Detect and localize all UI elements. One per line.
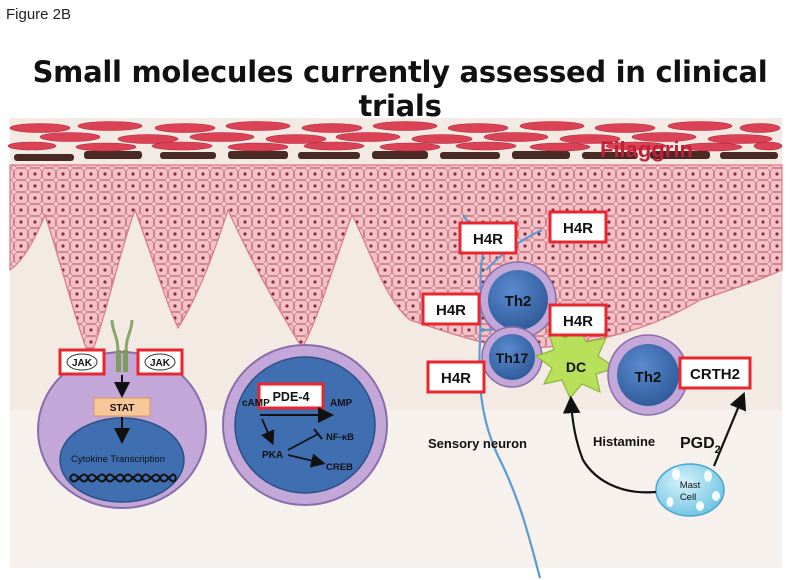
crth2-label: CRTH2 xyxy=(690,366,740,383)
sensory-neuron-label: Sensory neuron xyxy=(428,436,527,451)
th17-label: Th17 xyxy=(496,350,529,366)
histamine-arrow xyxy=(562,395,657,494)
h4r-box-2: H4R xyxy=(548,210,608,244)
amp-label: AMP xyxy=(330,398,353,409)
granular-layer xyxy=(14,151,778,161)
jak-right-oval xyxy=(144,353,176,371)
th2-upper-label: Th2 xyxy=(505,293,532,310)
pka-to-creb-arrow xyxy=(287,453,326,468)
jak-left-oval xyxy=(66,353,98,371)
pde4-box xyxy=(257,382,325,410)
camp-label: cAMP xyxy=(242,398,270,409)
histamine-label: Histamine xyxy=(593,434,655,449)
h4r-label-3: H4R xyxy=(436,302,466,319)
h4r-box-3: H4R xyxy=(421,292,481,326)
inhibition-bar xyxy=(313,428,323,440)
dc-label: DC xyxy=(566,359,586,375)
mast-cell-label-2: Cell xyxy=(680,492,696,503)
pgd2-arrow xyxy=(712,391,747,467)
jak-right-label: JAK xyxy=(150,358,171,369)
mast-cell-label-1: Mast xyxy=(680,480,701,491)
th2-lower-label: Th2 xyxy=(635,369,662,386)
crth2-box: CRTH2 xyxy=(678,356,752,390)
pgd2-label: PGD2 xyxy=(680,435,721,456)
th2-upper-cell: Th2 xyxy=(479,261,557,339)
pgd2-base: PGD xyxy=(680,435,715,452)
cytokine-receptor xyxy=(110,319,134,353)
nfkb-label: NF-κB xyxy=(326,432,354,443)
receptor-stem-right xyxy=(123,350,128,372)
stat-label: STAT xyxy=(110,403,135,414)
figure-label: Figure 2B xyxy=(6,6,72,23)
pde4-cell-interior xyxy=(234,356,376,494)
mast-cell: Mast Cell xyxy=(655,463,725,517)
pka-label: PKA xyxy=(262,450,283,461)
filaggrin-label: Filaggrin xyxy=(600,137,693,162)
pgd2-subscript: 2 xyxy=(715,444,721,456)
figure-title: Small molecules currently assessed in cl… xyxy=(32,55,768,123)
h4r-label-1: H4R xyxy=(473,231,503,248)
receptor-stem-left xyxy=(116,350,121,372)
th17-cell: Th17 xyxy=(481,326,543,388)
h4r-label-4: H4R xyxy=(563,313,593,330)
th2-lower-cell: Th2 xyxy=(607,334,689,416)
pde4-label: PDE-4 xyxy=(273,390,310,404)
h4r-box-5: H4R xyxy=(426,360,486,394)
jak-cell: JAK JAK STAT Cytokine Transcription xyxy=(37,319,207,509)
pde4-cell: PDE-4 cAMP AMP PKA NF-κB CREB xyxy=(222,344,388,506)
stratum-corneum xyxy=(7,121,783,152)
h4r-label-2: H4R xyxy=(563,220,593,237)
h4r-box-4: H4R xyxy=(548,303,608,337)
stat-box xyxy=(93,397,151,417)
h4r-box-1: H4R xyxy=(458,221,518,255)
cytokine-transcription-label: Cytokine Transcription xyxy=(71,454,165,465)
creb-label: CREB xyxy=(326,462,353,473)
dna-strand-2 xyxy=(69,473,177,483)
h4r-label-5: H4R xyxy=(441,370,471,387)
camp-to-pka-arrow xyxy=(261,418,275,446)
pka-inhibits-nfkb xyxy=(287,433,319,451)
jak-left-label: JAK xyxy=(72,358,93,369)
